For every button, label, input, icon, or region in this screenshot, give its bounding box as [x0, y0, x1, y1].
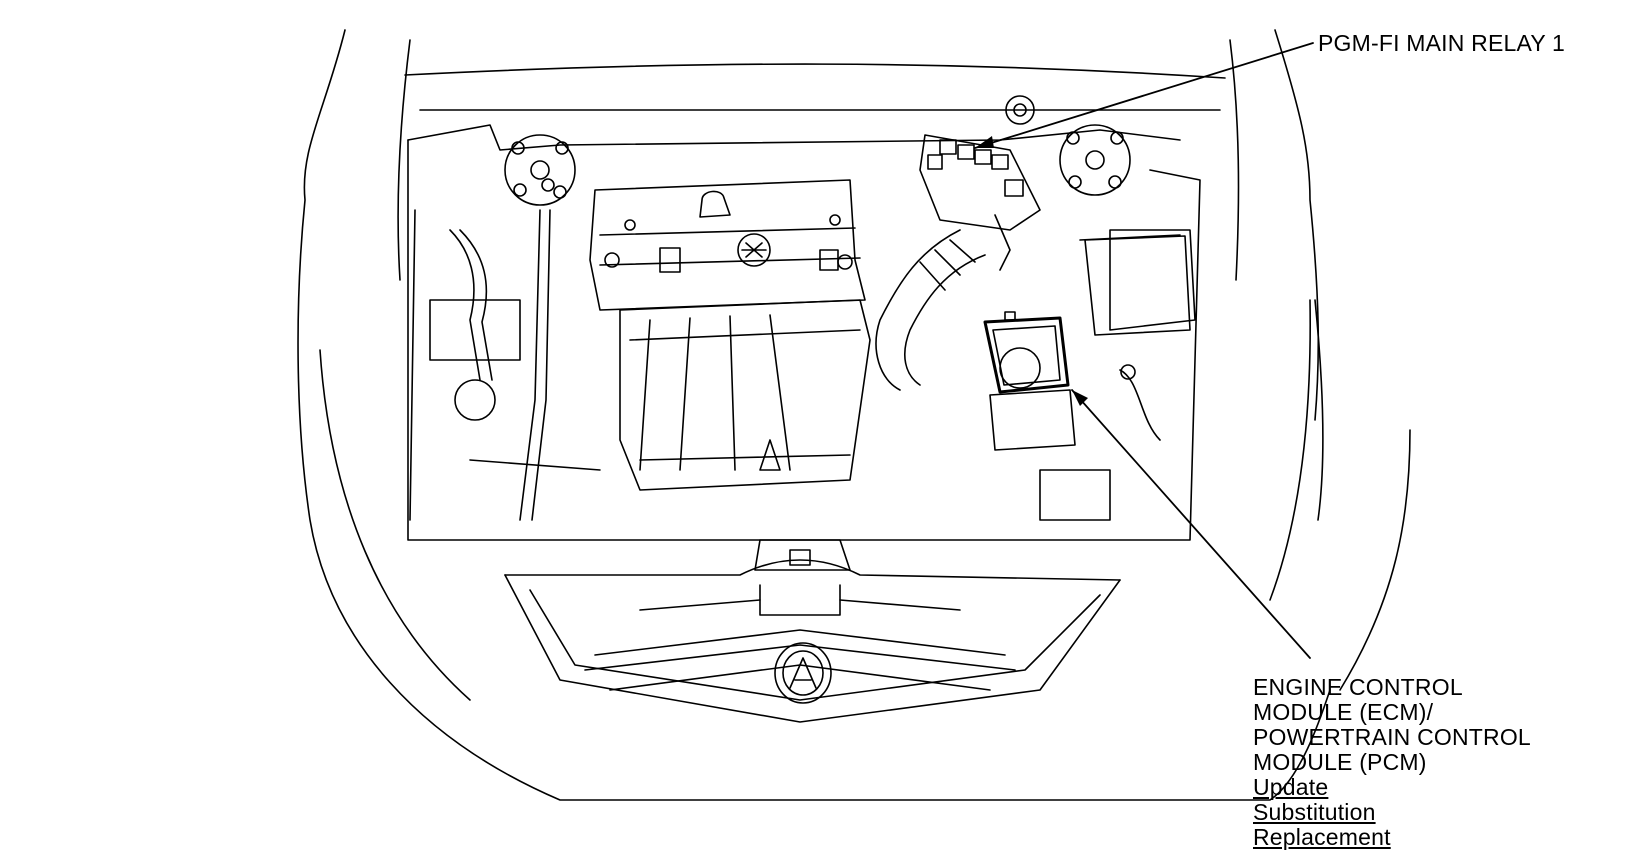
ecm-module — [983, 311, 1076, 451]
left-strut-tower — [504, 134, 576, 206]
intake-manifold — [619, 299, 871, 491]
callout-leaders — [974, 42, 1314, 659]
air-intake-duct — [875, 214, 1011, 391]
ecm-arrowhead — [1072, 390, 1088, 406]
relay-leader-line — [974, 42, 1314, 149]
right-strut-tower — [1005, 95, 1131, 196]
ecm-label-line-4: MODULE (PCM) — [1253, 749, 1427, 775]
vehicle-body-outline — [297, 29, 1411, 801]
ecm-label-line-2: MODULE (ECM)/ — [1253, 699, 1434, 725]
relay-box — [919, 134, 1041, 231]
engine-cover — [589, 179, 866, 311]
replacement-link[interactable]: Replacement — [1253, 824, 1391, 850]
substitution-link[interactable]: Substitution — [1253, 799, 1376, 825]
ecm-leader-line — [1071, 389, 1311, 659]
front-grille — [504, 559, 1121, 723]
engine-bay-frame — [407, 124, 1201, 541]
ecm-pcm-callout: ENGINE CONTROL MODULE (ECM)/ POWERTRAIN … — [1253, 675, 1531, 850]
battery-area — [1039, 235, 1191, 521]
pgm-fi-main-relay-label: PGM-FI MAIN RELAY 1 — [1318, 30, 1566, 56]
ecm-label-line-1: ENGINE CONTROL — [1253, 674, 1463, 700]
front-emblem — [774, 642, 832, 704]
left-hoses — [429, 209, 601, 521]
hood-latch — [754, 539, 851, 571]
update-link[interactable]: Update — [1253, 774, 1329, 800]
ecm-label-line-3: POWERTRAIN CONTROL — [1253, 724, 1531, 750]
relay-arrowhead — [975, 136, 994, 148]
